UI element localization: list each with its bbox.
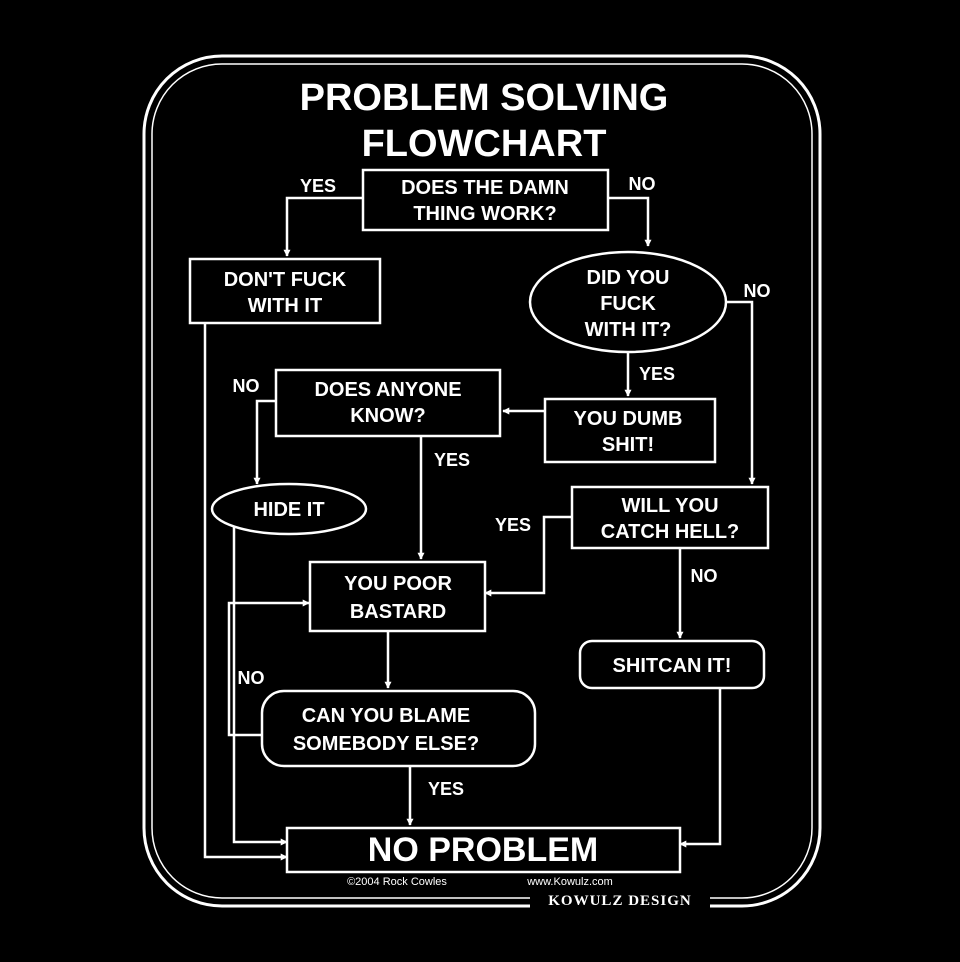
node-dont-fuck-box	[188, 257, 382, 325]
label-did-yes: YES	[639, 364, 675, 384]
node-works-line-1: DOES THE DAMN	[401, 177, 569, 199]
edge-works-yes	[283, 196, 363, 257]
node-blame-line-2: SOMEBODY ELSE?	[293, 733, 479, 755]
node-hide-ellipse	[210, 482, 368, 536]
label-blame-no: NO	[238, 668, 265, 688]
edge-dontfuck-noproblem	[203, 323, 288, 861]
edge-shitcan-noproblem	[679, 688, 722, 848]
node-anyone-know-box	[274, 368, 502, 438]
node-catch-hell-line-1: WILL YOU	[621, 495, 718, 517]
footer-copyright: ©2004 Rock Cowles	[347, 876, 447, 888]
node-dont-fuck-line-1: DON'T FUCK	[224, 269, 347, 291]
title-line-1: PROBLEM SOLVING	[300, 77, 669, 119]
node-anyone-know-line-2: KNOW?	[350, 405, 426, 427]
label-hell-yes: YES	[495, 515, 531, 535]
outer-frame	[142, 54, 822, 908]
edge-know-no	[253, 399, 276, 485]
node-catch-hell-box	[570, 485, 770, 550]
node-shitcan-line-1: SHITCAN IT!	[613, 655, 732, 677]
edge-hell-yes	[484, 515, 572, 597]
node-blame-line-1: CAN YOU BLAME	[302, 705, 471, 727]
label-did-no: NO	[744, 281, 771, 301]
node-shitcan-box	[578, 639, 766, 690]
node-works-line-2: THING WORK?	[413, 203, 556, 225]
footer-website: www.Kowulz.com	[526, 876, 613, 888]
node-did-you-line-1: DID YOU	[587, 267, 670, 289]
footer-brand: KOWULZ DESIGN	[548, 893, 691, 909]
edge-hide-noproblem	[232, 520, 288, 846]
node-poor-line-2: BASTARD	[350, 601, 446, 623]
label-works-no: NO	[629, 174, 656, 194]
node-no-problem-box	[285, 826, 682, 874]
node-dumb-line-1: YOU DUMB	[574, 408, 683, 430]
edge-works-no	[608, 196, 652, 247]
node-poor-line-1: YOU POOR	[344, 573, 452, 595]
label-blame-yes: YES	[428, 779, 464, 799]
node-catch-hell-line-2: CATCH HELL?	[601, 521, 740, 543]
node-blame-box	[260, 689, 537, 768]
node-did-you-line-2: FUCK	[600, 293, 656, 315]
edge-did-no	[726, 300, 756, 485]
node-did-you-line-3: WITH IT?	[585, 319, 672, 341]
label-know-yes: YES	[434, 450, 470, 470]
node-did-you-ellipse	[528, 250, 728, 354]
node-dumb-line-2: SHIT!	[602, 434, 654, 456]
label-hell-no: NO	[691, 566, 718, 586]
node-dumb-box	[543, 397, 717, 464]
node-dont-fuck-line-2: WITH IT	[248, 295, 322, 317]
label-know-no: NO	[233, 376, 260, 396]
inner-frame	[151, 63, 813, 899]
label-works-yes: YES	[300, 176, 336, 196]
node-hide-line-1: HIDE IT	[253, 499, 324, 521]
title-line-2: FLOWCHART	[362, 123, 607, 165]
edge-blame-no	[227, 599, 310, 737]
footer-brand-backdrop	[530, 890, 710, 908]
node-poor-box	[308, 560, 487, 633]
node-works-box	[361, 168, 610, 232]
node-no-problem-line-1: NO PROBLEM	[368, 831, 598, 869]
node-anyone-know-line-1: DOES ANYONE	[314, 379, 461, 401]
